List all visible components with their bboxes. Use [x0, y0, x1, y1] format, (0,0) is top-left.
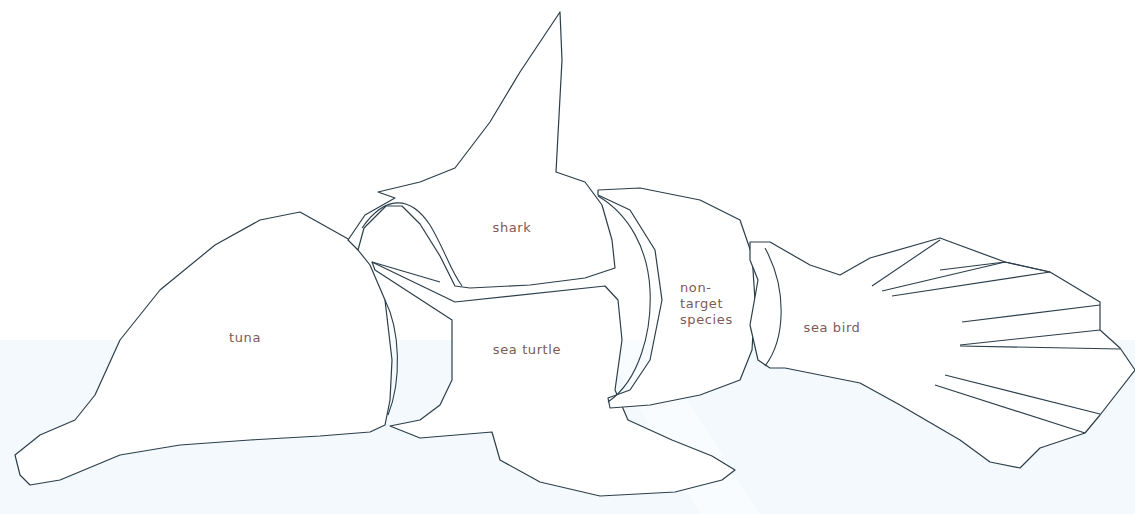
segment-outline — [595, 185, 758, 411]
fin-ray — [945, 375, 1100, 414]
tuna-segment: tuna — [12, 209, 395, 488]
fin-edge — [940, 262, 1050, 272]
segment-label: non-target species — [680, 280, 732, 328]
segment-seams — [362, 196, 781, 415]
sea-bird-segment: sea bird — [747, 235, 1135, 471]
segment-label: sea turtle — [493, 342, 561, 358]
segment-shape — [348, 12, 615, 288]
segment-shape — [598, 188, 755, 408]
segment-label: shark — [493, 220, 532, 236]
seam — [372, 262, 440, 282]
fin-ray — [892, 272, 1050, 296]
shark-segment: shark — [345, 9, 618, 291]
seam — [362, 203, 462, 286]
fin-ray — [882, 262, 1005, 291]
segment-shape — [15, 212, 392, 485]
fin-ray — [960, 330, 1100, 345]
fin-ray — [935, 385, 1085, 433]
fin-ray — [872, 240, 940, 286]
segment-outline — [747, 235, 1135, 471]
segment-shape — [750, 238, 1135, 468]
tail-fin-lines — [872, 240, 1120, 433]
non-target-segment: non-target species — [595, 185, 758, 411]
seam — [598, 196, 650, 402]
segment-label: tuna — [229, 330, 261, 346]
segment-outline — [12, 209, 395, 488]
segment-outline — [345, 9, 618, 291]
seam — [385, 300, 397, 415]
fin-ray — [960, 346, 1120, 349]
segment-label: sea bird — [804, 320, 861, 336]
fin-ray — [962, 305, 1100, 322]
seam — [765, 248, 781, 366]
